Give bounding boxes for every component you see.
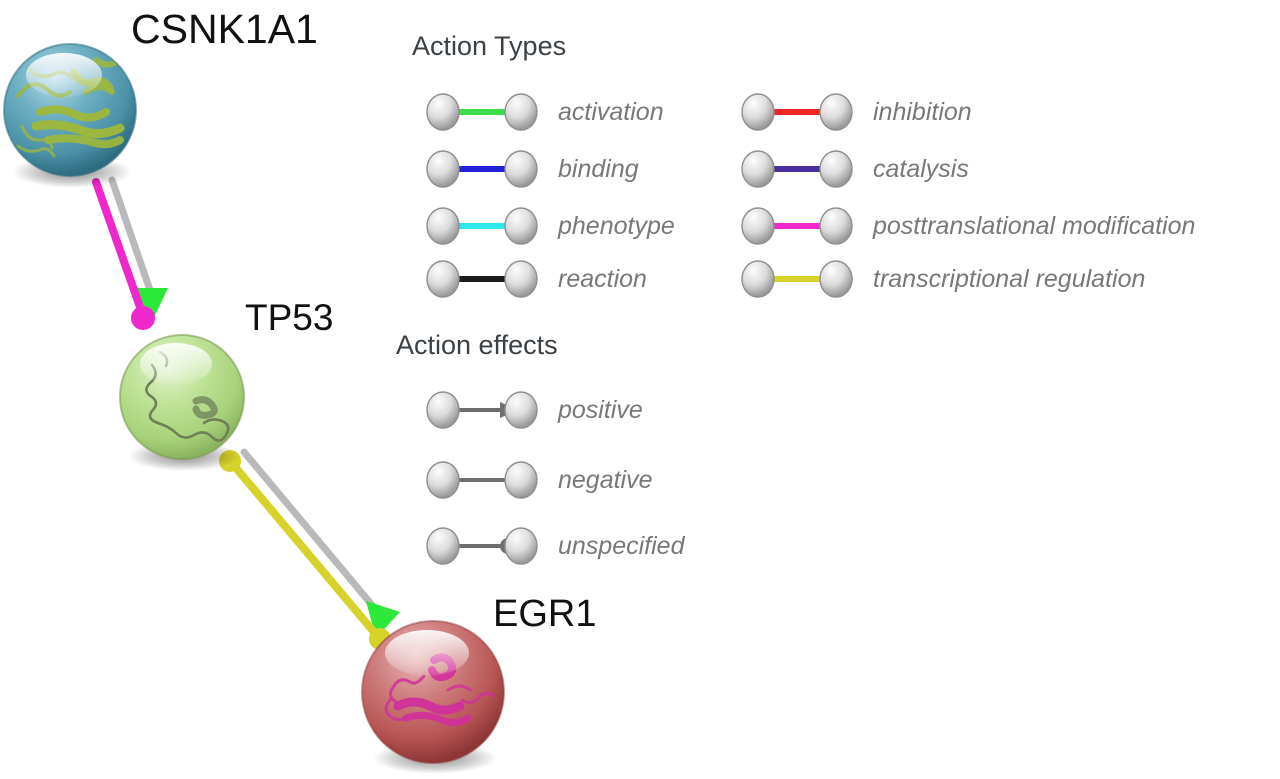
action-type-line-icon: [424, 148, 540, 190]
legend-label: reaction: [558, 264, 647, 293]
legend-label: catalysis: [873, 154, 969, 183]
legend-label: unspecified: [558, 531, 685, 560]
action-type-line-icon: [424, 205, 540, 247]
node-outline: [119, 334, 245, 460]
legend-label: posttranslational modification: [873, 211, 1196, 240]
legend-item-phenotype[interactable]: phenotype: [424, 205, 675, 247]
legend-label: negative: [558, 465, 653, 494]
legend-item-inhibition[interactable]: inhibition: [739, 91, 972, 133]
node-egr1[interactable]: [361, 620, 505, 774]
unspecified-dot-icon: [424, 525, 540, 567]
edge-action-line: [227, 458, 383, 642]
node-label-egr1: EGR1: [493, 593, 597, 635]
positive-arrow-icon: [424, 389, 540, 431]
legend-label: phenotype: [558, 211, 675, 240]
action-type-line-icon: [739, 91, 855, 133]
legend-label: positive: [558, 395, 643, 424]
legend-item-negative[interactable]: negative: [424, 459, 653, 501]
action-type-line-icon: [739, 148, 855, 190]
legend-label: activation: [558, 97, 664, 126]
legend-item-activation[interactable]: activation: [424, 91, 664, 133]
legend-title-action-effects: Action effects: [396, 330, 558, 360]
edge-companion-line: [108, 176, 155, 297]
node-tp53[interactable]: [119, 334, 245, 471]
action-type-line-icon: [739, 258, 855, 300]
legend-title-action-types: Action Types: [412, 31, 567, 61]
edge-tp53-egr1[interactable]: [219, 448, 400, 650]
node-label-csnk1a1: CSNK1A1: [131, 6, 318, 52]
node-outline: [361, 620, 505, 764]
legend-label: inhibition: [873, 97, 972, 126]
negative-tbar-icon: [424, 459, 540, 501]
legend-item-catalysis[interactable]: catalysis: [739, 148, 969, 190]
node-label-tp53: TP53: [245, 297, 334, 338]
edge-companion-line: [240, 448, 386, 621]
node-specular-highlight: [385, 630, 469, 676]
legend-label: binding: [558, 154, 639, 183]
legend-item-positive[interactable]: positive: [424, 389, 643, 431]
action-type-line-icon: [424, 258, 540, 300]
legend-item-posttranslational-modification[interactable]: posttranslational modification: [739, 205, 1195, 247]
edge-action-line: [92, 178, 144, 311]
action-type-line-icon: [739, 205, 855, 247]
node-outline: [3, 43, 137, 177]
node-csnk1a1[interactable]: [3, 43, 137, 188]
activation-arrowhead-icon: [133, 288, 168, 326]
legend-item-unspecified[interactable]: unspecified: [424, 525, 684, 567]
legend-label: transcriptional regulation: [873, 264, 1146, 293]
action-type-line-icon: [424, 91, 540, 133]
effect-dot-icon: [131, 306, 155, 330]
node-specular-highlight: [140, 343, 212, 385]
legend-item-binding[interactable]: binding: [424, 148, 639, 190]
legend-item-reaction[interactable]: reaction: [424, 258, 647, 300]
edge-csnk1a1-tp53[interactable]: [92, 176, 168, 330]
legend-item-transcriptional-regulation[interactable]: transcriptional regulation: [739, 258, 1145, 300]
node-specular-highlight: [26, 53, 102, 97]
